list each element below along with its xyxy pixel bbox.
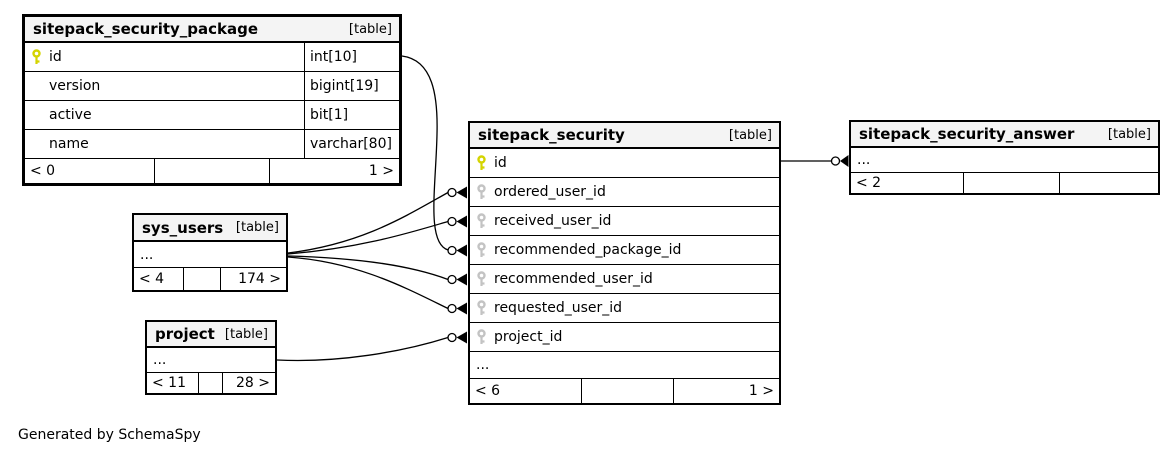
table-footer: < 11 28 > [147, 373, 275, 393]
table-title[interactable]: sitepack_security_answer [859, 125, 1075, 143]
table-footer: < 2 [851, 173, 1158, 193]
table-row: requested_user_id [470, 294, 779, 323]
table-title[interactable]: sitepack_security_package [33, 20, 259, 38]
relationship-sys_users-ordered_user_id [287, 191, 449, 254]
table-type-badge: [table] [348, 21, 392, 37]
column-name: project_id [494, 329, 563, 345]
table-header: sys_users [table] [134, 215, 286, 242]
crowsfoot-markers [447, 155, 849, 344]
column-name: recommended_user_id [494, 271, 653, 287]
footer-children-count: < 2 [856, 175, 882, 191]
table-row: recommended_package_id [470, 236, 779, 265]
table-header: sitepack_security_answer [table] [851, 122, 1158, 148]
footer-middle-cell [198, 373, 222, 393]
relationship-package-recommended_package_id [401, 55, 449, 251]
table-row: name varchar[80] [25, 130, 399, 159]
footer-children-count: < 4 [139, 271, 165, 287]
footer-parents-count: 28 > [222, 373, 275, 393]
column-name: version [49, 78, 101, 94]
key-spacer [31, 78, 42, 94]
column-name: name [49, 136, 89, 152]
table-row: id [470, 149, 779, 178]
footer-parents-count: 1 > [269, 159, 399, 183]
key-spacer [31, 107, 42, 123]
table-row: active bit[1] [25, 101, 399, 130]
collapsed-columns-row: ... [147, 348, 275, 373]
table-row: recommended_user_id [470, 265, 779, 294]
table-row: project_id [470, 323, 779, 352]
footer-middle-cell [183, 268, 220, 290]
collapsed-columns-row: ... [470, 352, 779, 379]
column-name: recommended_package_id [494, 242, 682, 258]
footer-children-count: < 11 [152, 375, 186, 391]
footer-parents-count: 174 > [220, 268, 286, 290]
table-sitepack_security[interactable]: sitepack_security [table] id ordered_use… [468, 121, 781, 405]
table-sitepack_security_package[interactable]: sitepack_security_package [table] id int… [22, 14, 402, 186]
table-title[interactable]: project [155, 325, 215, 343]
relationship-sys_users-received_user_id [287, 220, 449, 255]
footer-middle-cell [154, 159, 269, 183]
table-footer: < 4 174 > [134, 268, 286, 290]
collapsed-columns-row: ... [134, 242, 286, 268]
key-spacer [31, 136, 42, 152]
table-footer: < 0 1 > [25, 159, 399, 183]
foreign-key-icon [476, 329, 487, 345]
relationship-sys_users-requested_user_id [287, 256, 449, 310]
primary-key-icon [31, 49, 42, 65]
column-type: bit[1] [304, 101, 399, 129]
table-header: project [table] [147, 322, 275, 348]
generator-note: Generated by SchemaSpy [18, 427, 201, 443]
table-sys_users[interactable]: sys_users [table] ... < 4 174 > [132, 213, 288, 292]
column-name: received_user_id [494, 213, 612, 229]
primary-key-icon [476, 155, 487, 171]
table-type-badge: [table] [728, 127, 772, 143]
foreign-key-icon [476, 271, 487, 287]
column-type: varchar[80] [304, 130, 399, 158]
foreign-key-icon [476, 300, 487, 316]
table-row: received_user_id [470, 207, 779, 236]
footer-middle-cell [581, 379, 673, 403]
relationship-project-project_id [276, 336, 449, 362]
column-type: bigint[19] [304, 72, 399, 100]
table-header: sitepack_security_package [table] [25, 17, 399, 43]
column-name: id [494, 155, 507, 171]
footer-children-count: < 6 [475, 383, 501, 399]
column-name: requested_user_id [494, 300, 623, 316]
foreign-key-icon [476, 184, 487, 200]
footer-parents-count: 1 > [673, 379, 779, 403]
table-row: id int[10] [25, 43, 399, 72]
table-footer: < 6 1 > [470, 379, 779, 403]
column-name: ordered_user_id [494, 184, 606, 200]
collapsed-columns-row: ... [851, 148, 1158, 173]
column-name: active [49, 107, 92, 123]
footer-parents-count [1059, 173, 1158, 193]
table-project[interactable]: project [table] ... < 11 28 > [145, 320, 277, 395]
relationship-sys_users-recommended_user_id [287, 255, 449, 281]
foreign-key-icon [476, 242, 487, 258]
table-title[interactable]: sys_users [142, 218, 224, 237]
table-type-badge: [table] [1107, 126, 1151, 142]
table-row: ordered_user_id [470, 178, 779, 207]
table-row: version bigint[19] [25, 72, 399, 101]
table-title[interactable]: sitepack_security [478, 126, 625, 144]
table-type-badge: [table] [224, 326, 268, 342]
footer-children-count: < 0 [30, 163, 56, 179]
table-sitepack_security_answer[interactable]: sitepack_security_answer [table] ... < 2 [849, 120, 1160, 195]
column-name: id [49, 49, 62, 65]
foreign-key-icon [476, 213, 487, 229]
table-header: sitepack_security [table] [470, 123, 779, 149]
footer-middle-cell [963, 173, 1059, 193]
table-type-badge: [table] [235, 220, 279, 235]
column-type: int[10] [304, 43, 399, 71]
